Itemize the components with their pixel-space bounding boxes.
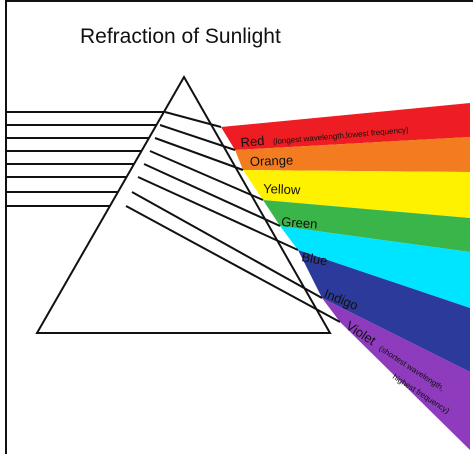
label-yellow: Yellow	[263, 181, 301, 197]
label-blue: Blue	[300, 249, 328, 268]
diagram-title: Refraction of Sunlight	[80, 25, 281, 48]
label-orange: Orange	[250, 152, 294, 169]
label-green: Green	[281, 214, 318, 231]
